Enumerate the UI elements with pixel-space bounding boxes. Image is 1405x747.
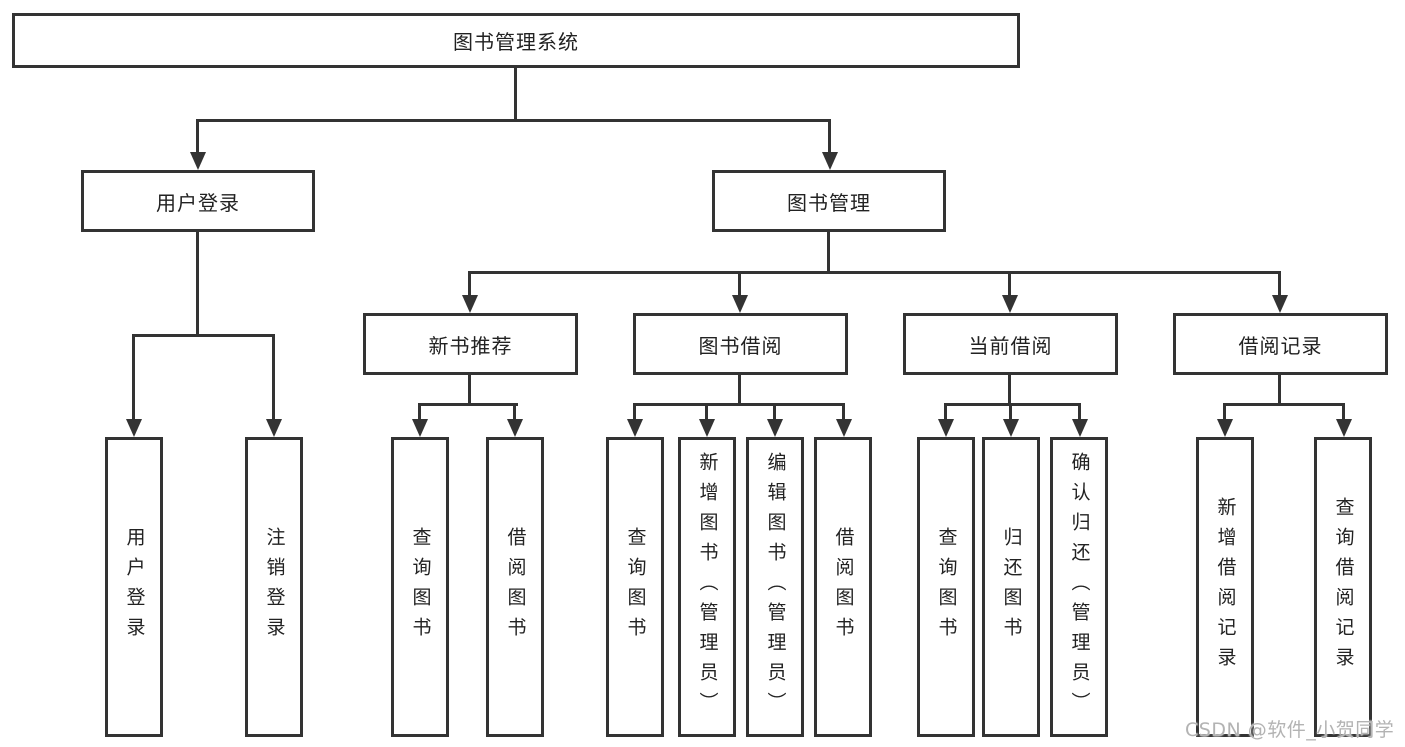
arrow-down-icon bbox=[462, 295, 478, 313]
arrow-down-icon bbox=[266, 419, 282, 437]
node-box-leaf-query-book-1: 查询图书 bbox=[391, 437, 449, 737]
connector-line bbox=[1223, 403, 1226, 421]
connector-line bbox=[1278, 375, 1281, 405]
node-label: 查询借阅记录 bbox=[1332, 497, 1355, 677]
arrow-down-icon bbox=[699, 419, 715, 437]
connector-line bbox=[944, 403, 1081, 406]
node-box-leaf-logout: 注销登录 bbox=[245, 437, 303, 737]
node-box-leaf-borrow-book-2: 借阅图书 bbox=[814, 437, 872, 737]
node-label: 注销登录 bbox=[263, 527, 286, 647]
connector-line bbox=[272, 334, 275, 421]
connector-line bbox=[196, 119, 831, 122]
node-label: 新增借阅记录 bbox=[1214, 497, 1237, 677]
node-label: 编辑图书（管理员） bbox=[764, 452, 787, 722]
node-label-root: 图书管理系统 bbox=[453, 30, 579, 54]
connector-line bbox=[944, 403, 947, 421]
node-label: 用户登录 bbox=[123, 527, 146, 647]
node-box-user-login: 用户登录 bbox=[81, 170, 315, 232]
node-label: 新增图书（管理员） bbox=[696, 452, 719, 722]
node-box-leaf-edit-book-admin: 编辑图书（管理员） bbox=[746, 437, 804, 737]
connector-line bbox=[1078, 403, 1081, 421]
node-box-new-book-recommend: 新书推荐 bbox=[363, 313, 578, 375]
arrow-down-icon bbox=[1002, 295, 1018, 313]
connector-line bbox=[468, 271, 1281, 274]
connector-line bbox=[1008, 271, 1011, 297]
connector-line bbox=[196, 232, 199, 336]
node-label: 当前借阅 bbox=[968, 333, 1053, 358]
node-label: 借阅图书 bbox=[832, 527, 855, 647]
connector-line bbox=[1342, 403, 1345, 421]
node-label: 图书管理 bbox=[787, 190, 871, 215]
arrow-down-icon bbox=[190, 152, 206, 170]
arrow-down-icon bbox=[767, 419, 783, 437]
node-box-leaf-query-book-2: 查询图书 bbox=[606, 437, 664, 737]
connector-line bbox=[1223, 403, 1345, 406]
connector-line bbox=[1008, 375, 1011, 405]
connector-line bbox=[1009, 403, 1012, 421]
arrow-down-icon bbox=[732, 295, 748, 313]
node-label: 查询图书 bbox=[935, 527, 958, 647]
node-box-leaf-query-borrow-record: 查询借阅记录 bbox=[1314, 437, 1372, 737]
connector-line bbox=[705, 403, 708, 421]
node-box-leaf-query-book-3: 查询图书 bbox=[917, 437, 975, 737]
connector-line bbox=[827, 232, 830, 274]
arrow-down-icon bbox=[627, 419, 643, 437]
connector-line bbox=[738, 271, 741, 297]
connector-line bbox=[468, 375, 471, 405]
csdn-watermark: CSDN @软件_小贺同学 bbox=[1185, 719, 1395, 741]
node-box-leaf-return-book: 归还图书 bbox=[982, 437, 1040, 737]
node-box-leaf-confirm-return-admin: 确认归还（管理员） bbox=[1050, 437, 1108, 737]
connector-line bbox=[514, 68, 517, 122]
arrow-down-icon bbox=[1336, 419, 1352, 437]
node-label: 用户登录 bbox=[156, 190, 240, 215]
node-label: 借阅图书 bbox=[504, 527, 527, 647]
arrow-down-icon bbox=[938, 419, 954, 437]
node-label: 图书借阅 bbox=[698, 333, 783, 358]
connector-line bbox=[418, 403, 421, 421]
connector-line bbox=[132, 334, 135, 421]
arrow-down-icon bbox=[126, 419, 142, 437]
node-label: 新书推荐 bbox=[428, 333, 513, 358]
arrow-down-icon bbox=[822, 152, 838, 170]
arrow-down-icon bbox=[1003, 419, 1019, 437]
connector-line bbox=[196, 119, 199, 154]
node-box-current-borrow: 当前借阅 bbox=[903, 313, 1118, 375]
connector-line bbox=[1278, 271, 1281, 297]
node-box-borrow-record: 借阅记录 bbox=[1173, 313, 1388, 375]
connector-line bbox=[132, 334, 275, 337]
arrow-down-icon bbox=[507, 419, 523, 437]
connector-line bbox=[633, 403, 636, 421]
connector-line bbox=[842, 403, 845, 421]
arrow-down-icon bbox=[1217, 419, 1233, 437]
node-box-leaf-borrow-book-1: 借阅图书 bbox=[486, 437, 544, 737]
arrow-down-icon bbox=[1072, 419, 1088, 437]
connector-line bbox=[633, 403, 845, 406]
node-label: 归还图书 bbox=[1000, 527, 1023, 647]
arrow-down-icon bbox=[1272, 295, 1288, 313]
arrow-down-icon bbox=[836, 419, 852, 437]
connector-line bbox=[513, 403, 516, 421]
connector-line bbox=[468, 271, 471, 297]
connector-line bbox=[828, 119, 831, 154]
node-label: 查询图书 bbox=[624, 527, 647, 647]
node-box-leaf-add-borrow-record: 新增借阅记录 bbox=[1196, 437, 1254, 737]
connector-line bbox=[418, 403, 518, 406]
node-box-leaf-add-book-admin: 新增图书（管理员） bbox=[678, 437, 736, 737]
connector-line bbox=[773, 403, 776, 421]
node-label: 确认归还（管理员） bbox=[1068, 452, 1091, 722]
node-box-book-management: 图书管理 bbox=[712, 170, 946, 232]
node-box-book-borrow: 图书借阅 bbox=[633, 313, 848, 375]
arrow-down-icon bbox=[412, 419, 428, 437]
connector-line bbox=[738, 375, 741, 405]
node-label: 借阅记录 bbox=[1238, 333, 1323, 358]
node-box-leaf-user-login: 用户登录 bbox=[105, 437, 163, 737]
node-box-root: 图书管理系统 bbox=[12, 13, 1020, 68]
node-label: 查询图书 bbox=[409, 527, 432, 647]
